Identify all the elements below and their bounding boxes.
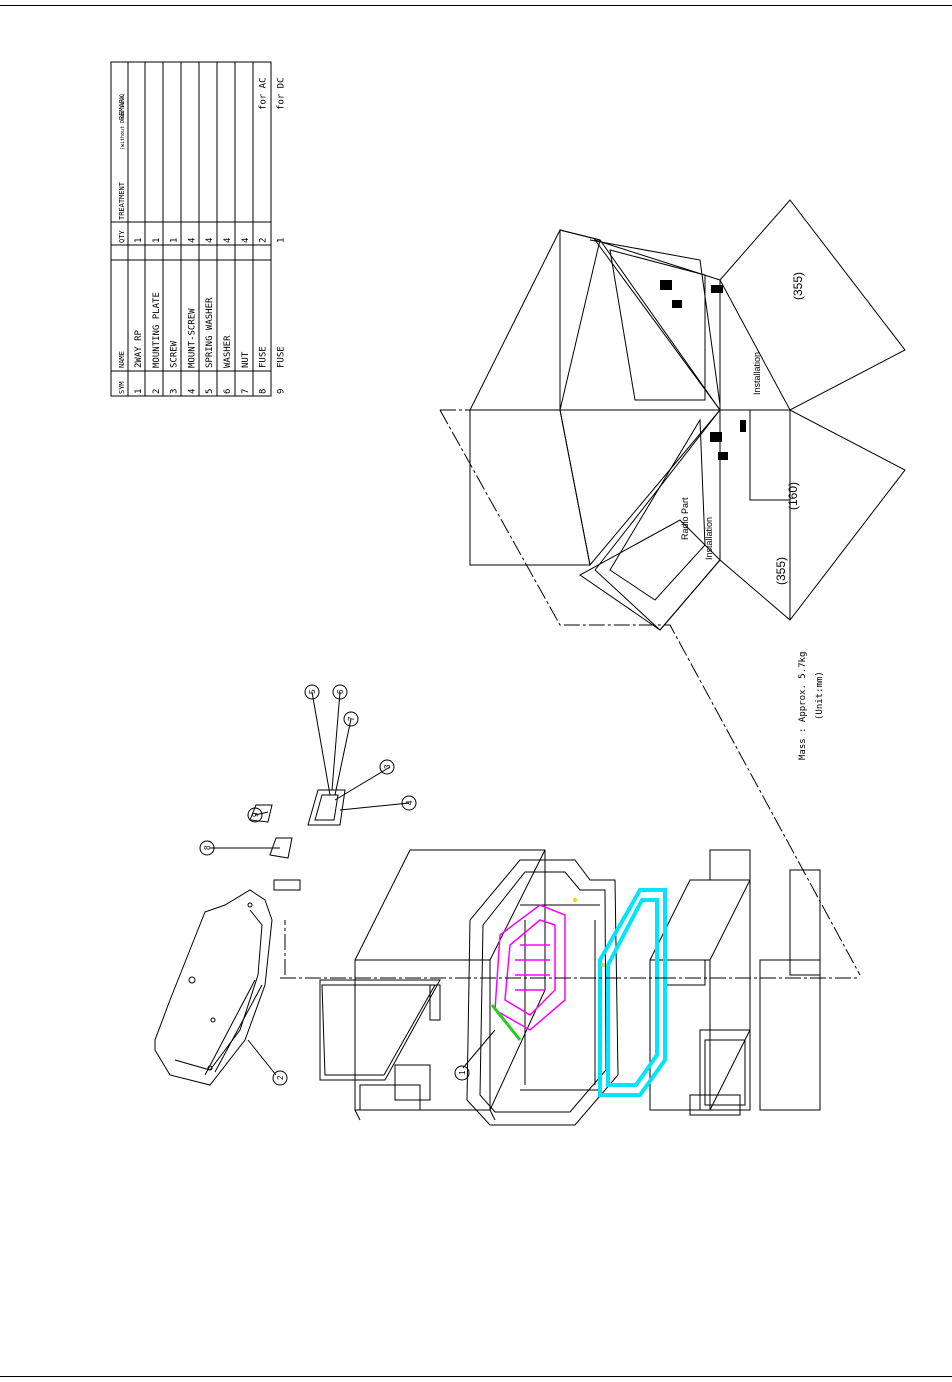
table-row-sym: 5 xyxy=(205,389,215,394)
mass-note-line2: (Unit:mm) xyxy=(815,671,825,720)
mass-note: Mass : Approx. 5.7kg (Unit:mm) xyxy=(798,652,825,760)
carton-side-text-3: Radio Part xyxy=(680,497,690,540)
table-row-qty: 2 xyxy=(259,238,269,243)
table-row-sym: 1 xyxy=(134,389,144,394)
table-header-treatment: TREATMENT xyxy=(118,181,126,220)
table-row-qty: 1 xyxy=(134,238,144,243)
table-header-name: NAME xyxy=(118,351,126,368)
parts-table-text: SYM NAME QTY TREATMENT REMARK(without Dark l… xyxy=(118,77,286,394)
callout-number-7: 7 xyxy=(347,716,356,721)
table-row-name: 2WAY RP xyxy=(134,329,144,368)
table-row-remark: for DC xyxy=(276,77,286,110)
callout-number-5: 5 xyxy=(308,689,317,694)
table-header-sym: SYM xyxy=(118,381,126,394)
table-row-sym: 6 xyxy=(223,389,233,394)
table-row-sym: 9 xyxy=(276,389,286,394)
assembly-parts xyxy=(154,789,821,1126)
table-header-remark: REMARK xyxy=(118,94,126,120)
table-row-name: FUSE xyxy=(276,346,286,368)
carton-dim-1: (355) xyxy=(774,557,788,585)
carton-side-text-2: Installation xyxy=(752,352,762,395)
table-row-name: MOUNT-SCREW xyxy=(187,308,197,368)
table-header-qty: QTY xyxy=(118,230,126,243)
carton-box xyxy=(440,199,906,631)
callout-number-3: 3 xyxy=(383,764,392,769)
callout-number-9: 9 xyxy=(251,812,260,817)
table-row-name: NUT xyxy=(241,351,251,368)
table-row-name: SPRING WASHER xyxy=(205,297,215,368)
callout-numbers: 1 2 3 4 5 6 7 8 9 xyxy=(203,689,467,1080)
callout-number-1: 1 xyxy=(458,1070,467,1075)
pcb-highlight xyxy=(494,904,566,1031)
mass-note-line1: Mass : Approx. 5.7kg xyxy=(798,652,808,760)
table-row-name: SCREW xyxy=(170,340,180,368)
header-rule xyxy=(0,5,952,6)
table-header-note: (without Dark line) xyxy=(120,93,126,150)
carton-dim-2: (160) xyxy=(786,482,800,510)
board-highlight xyxy=(490,1004,522,1041)
table-row-sym: 2 xyxy=(152,389,162,394)
axis-lines xyxy=(280,409,861,979)
accent-dots xyxy=(573,898,605,967)
mounting-plate-inner xyxy=(174,909,263,1071)
callout-number-4: 4 xyxy=(405,800,414,805)
table-row-name: MOUNTING PLATE xyxy=(152,292,162,368)
callout-number-2: 2 xyxy=(276,1075,285,1080)
callouts xyxy=(199,684,496,1086)
table-row-qty: 4 xyxy=(223,238,233,243)
table-row-sym: 4 xyxy=(187,389,197,394)
table-row-sym: 7 xyxy=(241,389,251,394)
fuse-bag-ac xyxy=(269,837,293,859)
callout-number-6: 6 xyxy=(336,689,345,694)
cushion-cavity xyxy=(319,979,441,1081)
carton-print xyxy=(660,280,746,460)
callout-number-8: 8 xyxy=(203,845,212,850)
footer-rule xyxy=(0,1376,952,1377)
table-row-qty: 4 xyxy=(241,238,251,243)
table-row-remark: for AC xyxy=(259,77,269,110)
main-unit-outline xyxy=(466,859,619,1126)
parts-table xyxy=(110,61,272,397)
fuse-bag-dc xyxy=(249,804,273,823)
table-row-qty: 4 xyxy=(205,238,215,243)
table-row-name: WASHER xyxy=(223,335,233,368)
mounting-plate-outline xyxy=(154,889,273,1086)
hardware-bag xyxy=(307,789,346,826)
frame-highlight xyxy=(598,888,667,1097)
carton-labels: (355)(160)(355)InstallationInstallationR… xyxy=(680,272,805,585)
carton-dim-3: (355) xyxy=(791,272,805,300)
table-row-qty: 1 xyxy=(152,238,162,243)
table-row-qty: 1 xyxy=(276,238,286,243)
table-row-name: FUSE xyxy=(259,346,269,368)
table-row-sym: 8 xyxy=(259,389,269,394)
table-row-sym: 3 xyxy=(170,389,180,394)
table-row-qty: 4 xyxy=(187,238,197,243)
table-row-qty: 1 xyxy=(170,238,180,243)
carton-side-text-1: Installation xyxy=(704,517,714,560)
